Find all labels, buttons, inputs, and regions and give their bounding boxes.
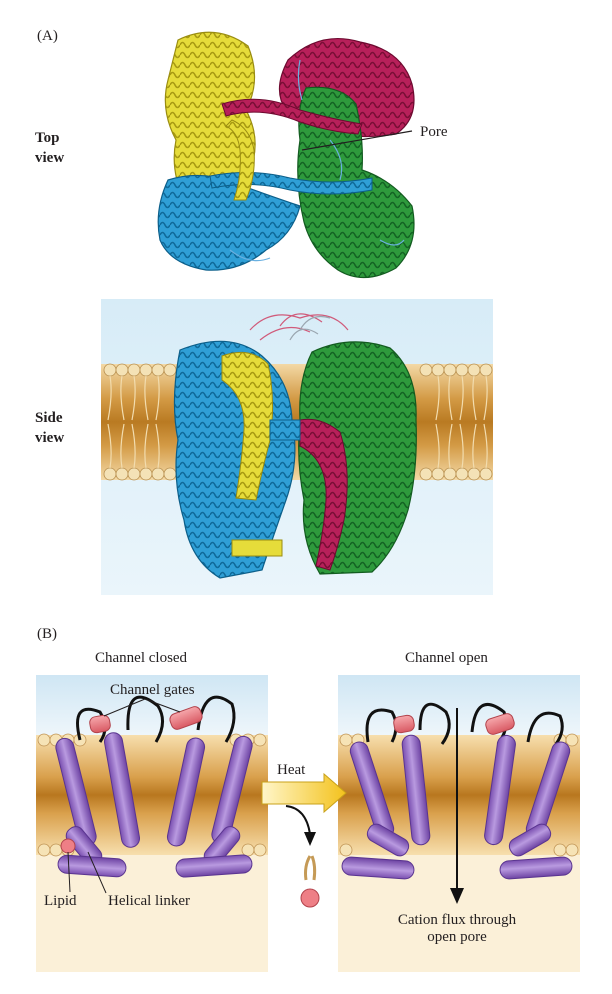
top-view-label-line2: view — [35, 150, 65, 166]
side-view-panel — [101, 299, 493, 595]
subunit-yellow-top — [164, 31, 256, 241]
subunit-magenta-top — [278, 37, 415, 138]
subunit-yellow-side — [221, 351, 274, 501]
linker-magenta — [221, 98, 363, 135]
pore-leader-line — [301, 130, 413, 151]
side-view-label-line2: view — [35, 430, 65, 446]
closed-title: Channel closed — [95, 650, 188, 666]
lipid-label: Lipid — [44, 893, 77, 909]
lipid-heads-top — [103, 363, 493, 481]
cation-flux-label: Cation flux through open pore — [376, 912, 538, 946]
side-view-label-line1: Side — [35, 410, 63, 426]
closed-panel-background — [36, 675, 268, 972]
helical-linker-label: Helical linker — [108, 893, 191, 909]
bound-lipid — [60, 838, 76, 854]
released-lipid — [300, 888, 320, 908]
open-title: Channel open — [405, 650, 488, 666]
side-view-membrane — [101, 364, 493, 480]
subunit-green-side — [298, 341, 417, 575]
subunit-magenta-side — [299, 418, 348, 571]
extracellular-loops — [249, 313, 349, 341]
panel-b-label: (B) — [37, 626, 57, 642]
channel-gates-label: Channel gates — [110, 682, 195, 698]
pore-label: Pore — [420, 124, 448, 140]
heat-label: Heat — [277, 762, 306, 778]
cation-flux-line1: Cation flux through — [397, 912, 517, 928]
closed-panel-membrane — [36, 735, 268, 855]
lipid-ejection-arrow — [285, 805, 311, 835]
subunit-green-top — [297, 86, 415, 279]
side-view-label: Side view — [35, 408, 64, 448]
side-view-background — [101, 299, 493, 595]
subunit-blue-side — [173, 340, 296, 579]
linker-yellow — [225, 119, 255, 201]
closed-gate-right — [169, 706, 203, 730]
top-view-label: Top view — [35, 128, 64, 168]
heat-arrow — [261, 772, 347, 814]
panel-a-label: (A) — [37, 28, 58, 44]
closed-channel-panel — [36, 675, 268, 972]
closed-gate-left — [89, 714, 111, 734]
open-gate-right — [485, 713, 515, 735]
cation-flux-line2: open pore — [427, 929, 487, 945]
open-panel-membrane — [338, 735, 580, 855]
lipid-tails — [107, 375, 488, 469]
linker-blue — [209, 171, 373, 195]
top-view-label-line1: Top — [35, 130, 60, 146]
open-gate-left — [393, 714, 415, 734]
top-view-subunits — [157, 31, 415, 279]
subunit-blue-top — [157, 174, 301, 271]
